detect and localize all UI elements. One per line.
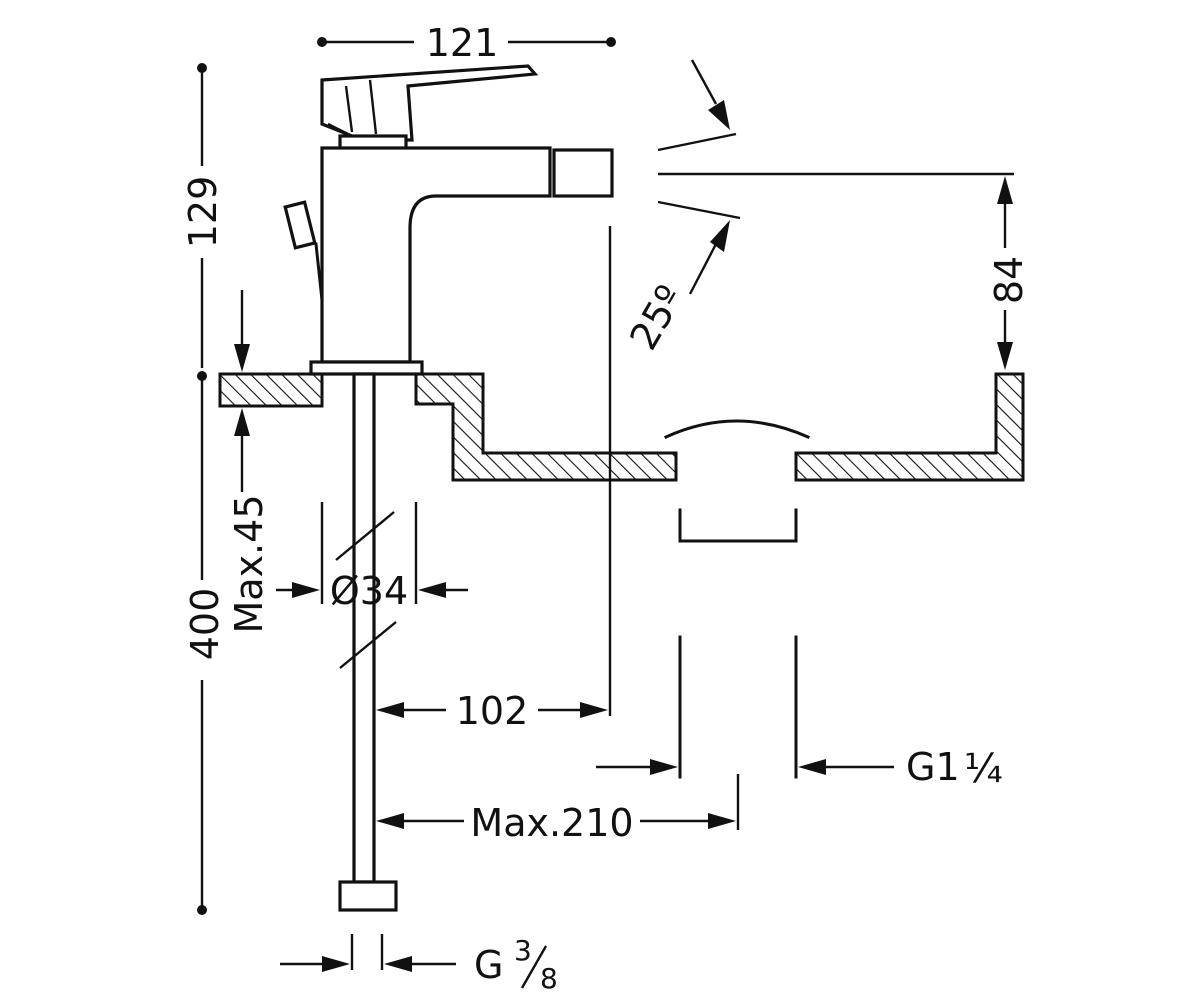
dim-outlet-to-rim-label: 84 [987, 256, 1031, 304]
dim-hole-diameter: Ø34 [276, 502, 468, 669]
dim-width-label: 121 [426, 21, 499, 65]
basin-body-section [414, 372, 678, 482]
dim-spray-angle-label: 25º [621, 278, 692, 357]
faucet-handle [320, 64, 539, 142]
dim-drain-thread: G1 ¼ [596, 745, 1003, 792]
dim-spout-reach-label: 102 [456, 689, 529, 733]
spout-aerator [552, 148, 614, 198]
popup-knob [283, 200, 317, 250]
supply-tube [352, 372, 376, 884]
faucet-base [309, 360, 424, 376]
dim-spout-reach: 102 [376, 226, 612, 733]
dim-supply-thread-denominator: 8 [540, 962, 558, 995]
drain-body [678, 508, 798, 543]
faucet-body [320, 146, 552, 364]
dim-spray-angle: 25º [621, 59, 741, 357]
dim-width: 121 [317, 21, 616, 65]
dim-total-height: 400 [183, 371, 227, 915]
faucet [283, 64, 614, 912]
dim-max-reach: Max.210 [376, 774, 740, 845]
drain-arc [664, 419, 810, 439]
popup-rod [314, 242, 324, 302]
dim-supply-thread-label: G [474, 943, 503, 987]
dim-outlet-to-rim: 84 [658, 172, 1031, 370]
dim-drain-thread-label: G1 [906, 745, 960, 789]
dim-max-reach-label: Max.210 [470, 801, 633, 845]
supply-connector [338, 880, 398, 912]
dim-total-height-label: 400 [183, 588, 227, 661]
dim-supply-thread-numerator: 3 [514, 934, 532, 967]
dim-max-deck: Max.45 [227, 290, 271, 634]
basin-right-section [794, 372, 1025, 482]
dim-height-outlet-label: 129 [181, 176, 225, 249]
dim-drain-thread-fraction: ¼ [964, 746, 1003, 792]
deck-left-section [218, 372, 324, 408]
dim-hole-diameter-label: Ø34 [330, 569, 408, 613]
dim-max-deck-label: Max.45 [227, 495, 271, 634]
dim-height-outlet: 129 [181, 63, 225, 368]
dim-supply-thread: G 3 8 [280, 934, 558, 995]
